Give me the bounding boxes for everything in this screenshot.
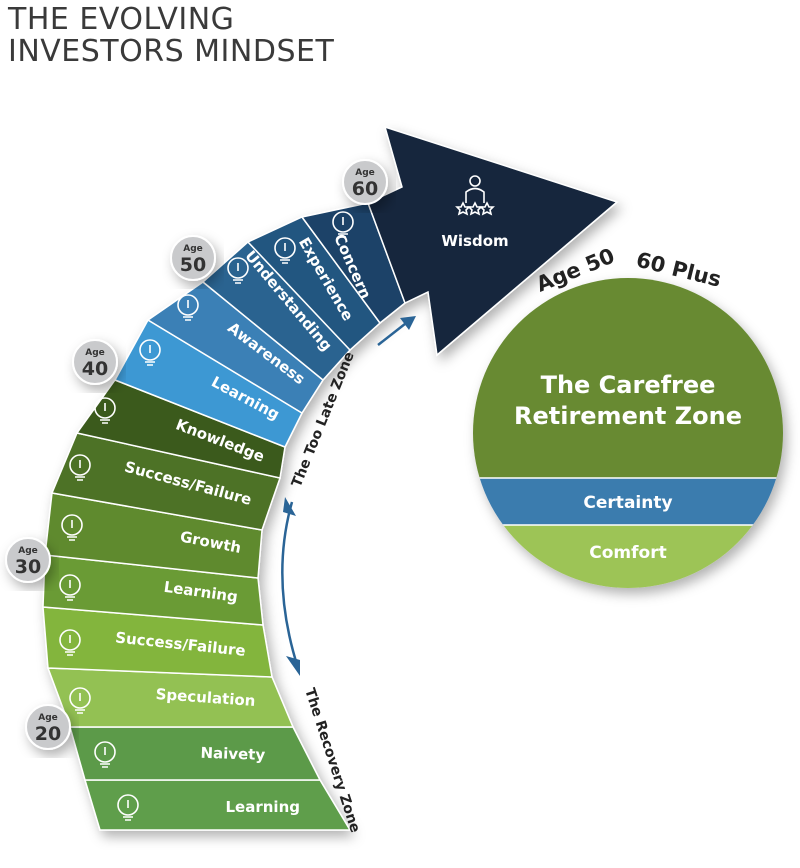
bulb-icon (227, 257, 249, 284)
stage-label: Naivety (200, 744, 266, 764)
thumbs-up-down-icon (59, 629, 81, 656)
head-gears-icon (94, 741, 116, 768)
age-badge-number: 30 (15, 556, 41, 578)
age-badge-label: Age (183, 244, 203, 254)
recovery-arrowhead-top (283, 497, 296, 516)
age-badge-number: 20 (35, 723, 61, 745)
open-book-brain-icon (139, 339, 161, 366)
graduation-books-icon (59, 574, 81, 601)
brain-bulb-icon (94, 397, 116, 424)
title-line-2: INVESTORS MINDSET (8, 34, 335, 69)
hand-plant-icon (61, 514, 83, 541)
book-lightbulb-icon (117, 794, 139, 821)
recovery-zone-arrow (281, 501, 300, 669)
gears-hand-icon (332, 211, 354, 238)
stage-band (69, 726, 322, 781)
person-stars-icon (455, 175, 495, 216)
certainty-label: Certainty (583, 493, 672, 513)
age-badge-label: Age (38, 713, 58, 723)
title-line-1: THE EVOLVING (8, 2, 235, 37)
atom-person-icon (274, 237, 296, 264)
age-badge-label: Age (355, 168, 375, 178)
retirement-title-line-2: Retirement Zone (514, 402, 742, 430)
age-badge-number: 50 (180, 254, 206, 276)
stage-label: Learning (226, 798, 301, 816)
age-badge-label: Age (18, 546, 38, 556)
age-badge-number: 60 (352, 178, 378, 200)
wisdom-label: Wisdom (441, 232, 508, 250)
magnifier-question-icon (69, 687, 91, 714)
age-badge-label: Age (85, 348, 105, 358)
age-badge-number: 40 (82, 358, 108, 380)
retirement-title-line-1: The Carefree (541, 371, 716, 399)
person-bulb-icon (177, 294, 199, 321)
stage-band (83, 779, 352, 831)
too-late-arrowhead (400, 316, 416, 330)
wisdom-arrow (367, 125, 619, 357)
comfort-label: Comfort (589, 543, 666, 563)
check-cross-icon (69, 454, 91, 481)
page-title: THE EVOLVING INVESTORS MINDSET (8, 4, 334, 68)
stage-bands (42, 125, 619, 831)
recovery-arrowhead-bottom (286, 656, 300, 676)
